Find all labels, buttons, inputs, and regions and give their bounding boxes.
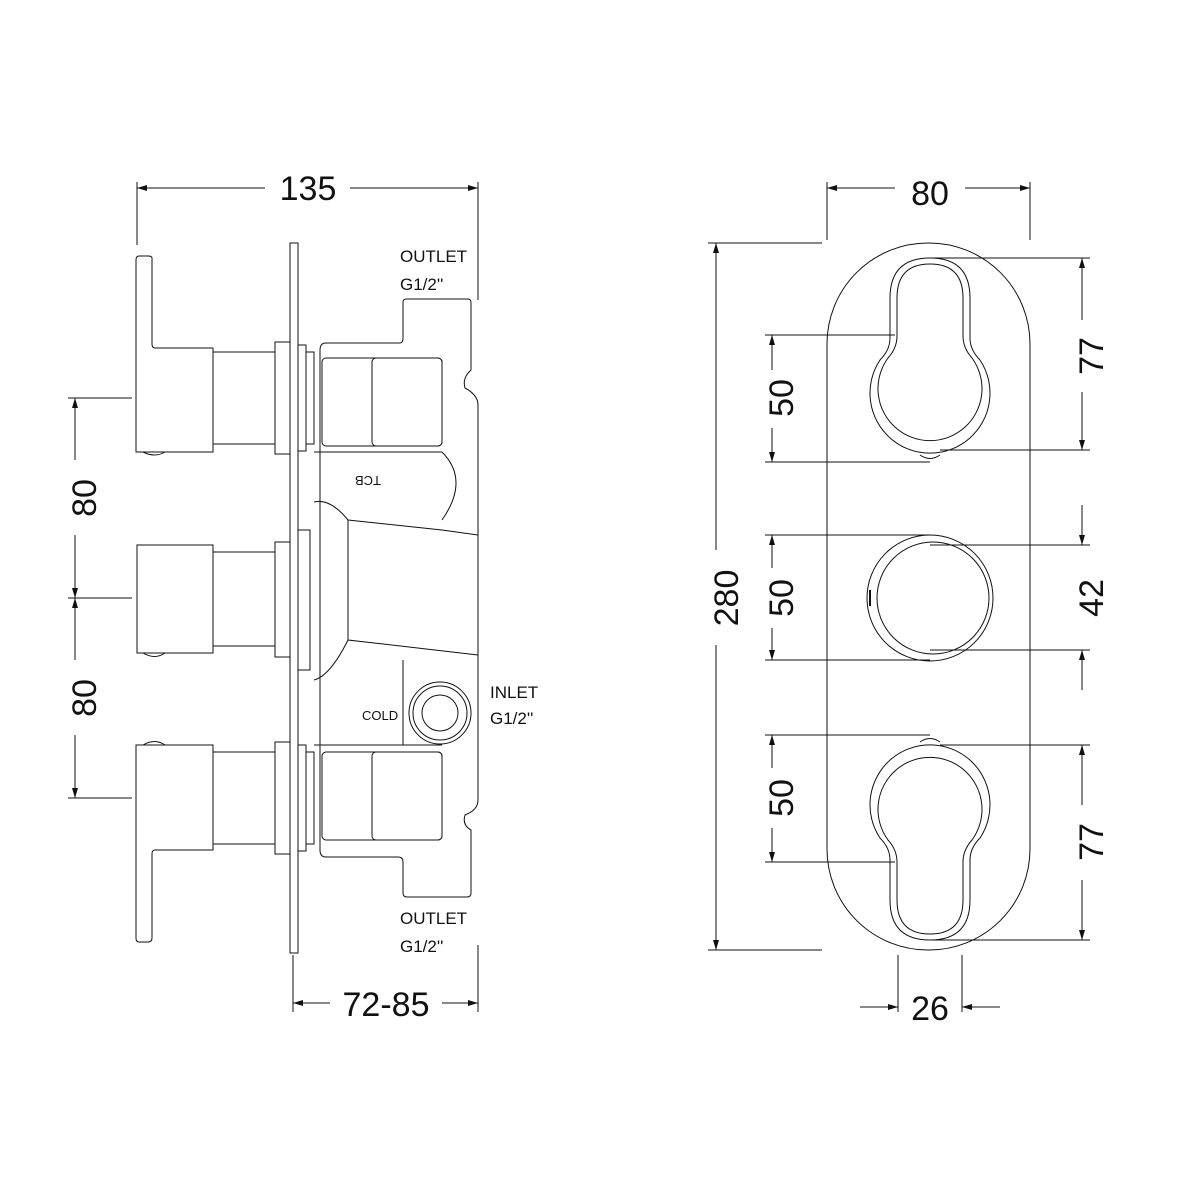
bottom-handle-length-label: 77 bbox=[1073, 823, 1111, 861]
middle-knob bbox=[136, 529, 311, 671]
bottom-handle-spacing-label: 50 bbox=[763, 779, 801, 817]
dimension-handle-lengths: 77 42 77 bbox=[930, 257, 1111, 941]
dimension-wall-depth: 72-85 bbox=[292, 945, 479, 1024]
cold-label: COLD bbox=[362, 708, 398, 723]
dimension-plate-width: 80 bbox=[826, 175, 1031, 240]
outlet-top-size: G1/2'' bbox=[400, 275, 443, 294]
wall-plate bbox=[289, 242, 299, 954]
spacing-lower-label: 80 bbox=[66, 679, 104, 717]
side-view: 135 TC bbox=[66, 170, 538, 1024]
top-handle-length-label: 77 bbox=[1073, 337, 1111, 375]
top-handle-spacing-label: 50 bbox=[763, 379, 801, 417]
dimension-handle-width: 26 bbox=[860, 955, 1000, 1028]
bottom-lever-handle bbox=[135, 741, 315, 943]
dimension-handle-spacing: 80 80 bbox=[66, 397, 132, 799]
outlet-bottom-label: OUTLET bbox=[400, 909, 467, 928]
top-handle-front bbox=[869, 257, 991, 459]
middle-knob-spacing-label: 50 bbox=[763, 579, 801, 617]
handle-width-label: 26 bbox=[911, 990, 949, 1028]
front-view: 80 280 50 50 50 77 42 bbox=[708, 175, 1111, 1028]
overall-depth-label: 135 bbox=[280, 170, 337, 208]
dimension-overall-depth: 135 bbox=[136, 170, 479, 300]
middle-knob-diameter-label: 42 bbox=[1073, 579, 1111, 617]
dimension-handle-diameters: 50 50 50 bbox=[763, 334, 930, 863]
inlet-label: INLET bbox=[490, 683, 538, 702]
middle-knob-front bbox=[866, 534, 994, 662]
plate-width-label: 80 bbox=[911, 175, 949, 213]
outlet-top-label: OUTLET bbox=[400, 247, 467, 266]
spacing-upper-label: 80 bbox=[66, 479, 104, 517]
inlet-size: G1/2'' bbox=[490, 709, 533, 728]
bottom-handle-front bbox=[869, 738, 991, 941]
valve-body: TCB COLD bbox=[313, 298, 479, 898]
plate-height-label: 280 bbox=[708, 570, 746, 627]
tcb-label: TCB bbox=[355, 473, 381, 488]
cover-plate bbox=[826, 242, 1031, 951]
top-lever-handle bbox=[135, 255, 315, 456]
wall-depth-label: 72-85 bbox=[343, 986, 430, 1024]
dimension-plate-height: 280 bbox=[708, 242, 822, 951]
outlet-bottom-size: G1/2'' bbox=[400, 937, 443, 956]
inlet-port bbox=[408, 681, 472, 745]
